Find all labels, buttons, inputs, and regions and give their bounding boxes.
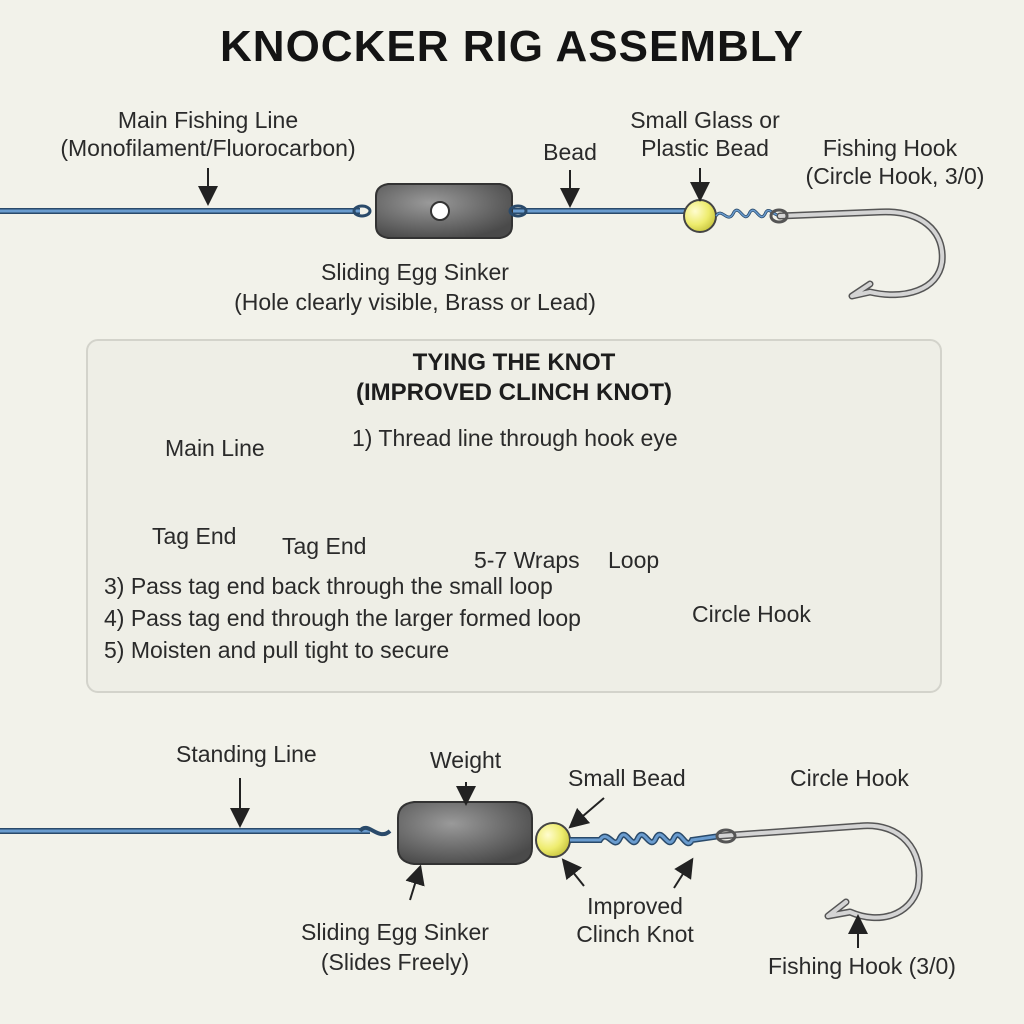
- circle-hook-label: Circle Hook: [790, 765, 909, 791]
- small-bead-label-1: Small Glass or: [630, 107, 780, 133]
- page-title: KNOCKER RIG ASSEMBLY: [220, 22, 804, 71]
- bottom-bead-icon: [535, 822, 571, 858]
- bottom-sinker-label-1: Sliding Egg Sinker: [301, 919, 489, 945]
- top-arrows: [198, 168, 710, 208]
- bottom-rig: [0, 778, 923, 948]
- knot-step-3: 3) Pass tag end back through the small l…: [104, 573, 553, 599]
- bead-icon: [683, 199, 717, 233]
- sinker-label-2: (Hole clearly visible, Brass or Lead): [234, 289, 596, 315]
- bottom-sinker-label-2: (Slides Freely): [320, 949, 470, 975]
- small-bead-label-2: Plastic Bead: [641, 135, 769, 161]
- knot-label-1: Improved: [587, 893, 683, 919]
- main-line-label-2: (Monofilament/Fluorocarbon): [60, 135, 356, 161]
- egg-sinker-icon: [352, 183, 528, 239]
- hook-label-1: Fishing Hook: [822, 135, 958, 161]
- knot-step-5: 5) Moisten and pull tight to secure: [104, 637, 450, 663]
- knot-step-4: 4) Pass tag end through the larger forme…: [104, 605, 581, 631]
- knot-step-1: 1) Thread line through hook eye: [352, 425, 678, 451]
- knot-wraps-label: 5-7 Wraps: [474, 547, 580, 573]
- knot-tag-end-left: Tag End: [152, 523, 237, 549]
- sinker-label-1: Sliding Egg Sinker: [321, 259, 509, 285]
- hook-label-2: (Circle Hook, 3/0): [805, 163, 985, 189]
- knot-tag-end-mid: Tag End: [282, 533, 367, 559]
- knot-panel: [86, 339, 942, 693]
- bottom-circle-hook-icon: [715, 822, 923, 922]
- knot-main-line-label: Main Line: [165, 435, 265, 461]
- knot-loop-label: Loop: [608, 547, 660, 573]
- weight-label: Weight: [430, 747, 502, 773]
- clinch-knot-icon: [714, 208, 785, 219]
- circle-hook-icon: [769, 208, 946, 300]
- bottom-arrows: [230, 778, 868, 948]
- main-line-label-1: Main Fishing Line: [117, 107, 299, 133]
- knot-label-2: Clinch Knot: [576, 921, 694, 947]
- standing-line-label: Standing Line: [176, 741, 317, 767]
- bottom-egg-sinker-icon: [397, 801, 533, 865]
- knot-hook-label: Circle Hook: [692, 601, 811, 627]
- top-rig: [0, 168, 946, 300]
- bottom-clinch-knot-icon: [570, 831, 721, 847]
- knot-panel-title-2: (IMPROVED CLINCH KNOT): [356, 379, 672, 406]
- knot-panel-title-1: TYING THE KNOT: [412, 349, 616, 376]
- small-bead-label: Small Bead: [568, 765, 686, 791]
- bottom-hook-label: Fishing Hook (3/0): [768, 953, 956, 979]
- bead-label: Bead: [543, 139, 597, 165]
